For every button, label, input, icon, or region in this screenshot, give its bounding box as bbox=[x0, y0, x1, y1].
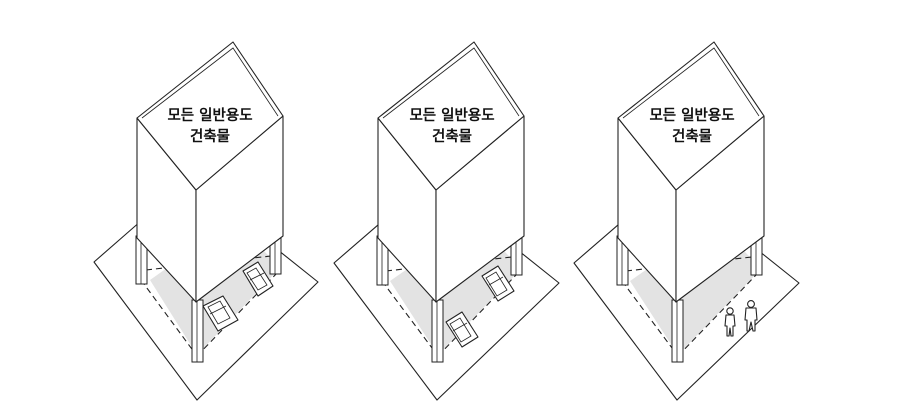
person-icon bbox=[724, 307, 736, 337]
building-label-line2: 건축물 bbox=[672, 128, 712, 145]
building-roof bbox=[617, 41, 765, 191]
car-icon bbox=[481, 265, 515, 302]
roof-parapet bbox=[382, 47, 520, 119]
building-label-line1: 모든 일반용도 bbox=[649, 107, 734, 124]
roof-parapet bbox=[141, 47, 279, 119]
building-panel-3: 모든 일반용도 건축물 bbox=[573, 41, 800, 401]
building-roof bbox=[377, 41, 525, 191]
car-icon bbox=[242, 261, 274, 297]
building-label-line1: 모든 일반용도 bbox=[167, 107, 252, 124]
car-icon bbox=[445, 311, 479, 348]
building-panel-2: 모든 일반용도 건축물 bbox=[333, 41, 560, 401]
building-roof bbox=[136, 41, 284, 191]
building-label-line1: 모든 일반용도 bbox=[409, 107, 494, 124]
car-icon bbox=[202, 295, 239, 332]
person-icon bbox=[744, 300, 758, 332]
building-label-line2: 건축물 bbox=[190, 128, 230, 145]
roof-parapet bbox=[622, 47, 760, 119]
building-panel-1: 모든 일반용도 건축물 bbox=[93, 41, 319, 401]
building-label-line2: 건축물 bbox=[432, 128, 472, 145]
